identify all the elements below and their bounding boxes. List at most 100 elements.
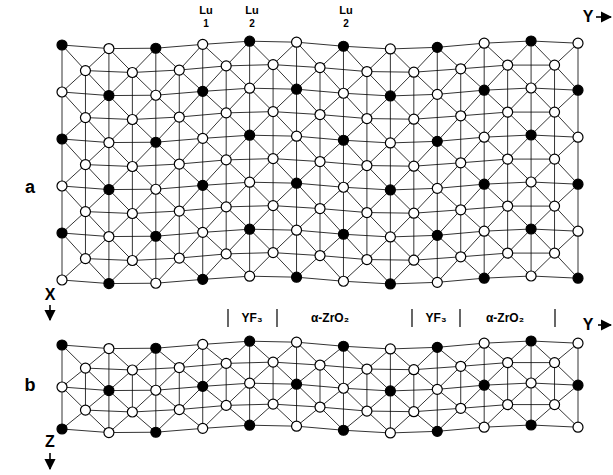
bond-line [343, 388, 344, 430]
atom-label: 1 [203, 19, 209, 29]
cation-atom [573, 85, 583, 95]
anion-atom [526, 271, 536, 281]
bond-line [156, 428, 203, 432]
anion-atom [292, 131, 302, 141]
cation-atom [338, 41, 348, 51]
anion-atom [57, 275, 67, 285]
bond-line [366, 72, 367, 119]
bond-line [109, 432, 156, 433]
bond-line [390, 47, 437, 49]
bond-line [296, 42, 297, 89]
bond-line [250, 341, 297, 343]
cation-atom [526, 420, 536, 430]
axis-arrow [596, 16, 611, 18]
anion-atom [456, 205, 466, 215]
cation-atom [385, 91, 395, 101]
cation-atom [104, 279, 114, 289]
cation-atom [245, 36, 255, 46]
bond-line [108, 349, 109, 391]
bond-line [226, 113, 227, 160]
cation-atom [198, 86, 208, 96]
anion-atom [221, 155, 231, 165]
anion-atom [174, 112, 184, 122]
bond-line [155, 390, 156, 432]
cation-atom [432, 42, 442, 52]
bracket-bar [459, 309, 460, 327]
anion-atom [503, 400, 513, 410]
anion-atom [245, 177, 255, 187]
bond-line [202, 138, 203, 185]
anion-atom [221, 202, 231, 212]
anion-atom [338, 276, 348, 286]
anion-atom [198, 133, 208, 143]
cation-atom [526, 224, 536, 234]
bond-line [343, 346, 344, 388]
bond-line [484, 90, 485, 137]
anion-atom [479, 38, 489, 48]
cation-atom [385, 185, 395, 195]
anion-atom [104, 344, 114, 354]
bond-line [366, 119, 367, 166]
anion-atom [292, 225, 302, 235]
bond-line [132, 119, 133, 166]
cation-atom [292, 379, 302, 389]
bond-line [273, 65, 274, 112]
anion-atom [151, 184, 161, 194]
anion-atom [362, 364, 372, 374]
bond-line [343, 140, 344, 187]
cation-atom [292, 84, 302, 94]
axis-label: X [45, 287, 56, 303]
bond-line [156, 44, 203, 48]
cation-atom [385, 279, 395, 289]
bond-line [343, 93, 344, 140]
anion-atom [385, 44, 395, 54]
anion-atom [385, 138, 395, 148]
anion-atom [479, 338, 489, 348]
bond-line [320, 68, 321, 115]
anion-atom [268, 154, 278, 164]
bond-line [531, 88, 532, 135]
atom-label: 2 [249, 19, 255, 29]
anion-atom [198, 423, 208, 433]
bond-line [250, 276, 297, 278]
anion-atom [151, 90, 161, 100]
bracket-bar [554, 309, 555, 327]
layer-label: YF₃ [426, 312, 447, 324]
bond-line [179, 368, 180, 410]
bond-line [249, 135, 250, 182]
bond-line [460, 163, 461, 210]
bond-line [202, 91, 203, 138]
anion-atom [127, 255, 137, 265]
anion-atom [432, 89, 442, 99]
bond-line [249, 383, 250, 425]
bond-line [203, 276, 250, 279]
bond-line [531, 135, 532, 182]
bond-line [202, 232, 203, 279]
bond-line [297, 42, 344, 46]
bond-line [343, 234, 344, 281]
cation-atom [151, 231, 161, 241]
bond-line [203, 41, 250, 44]
bond-line [296, 89, 297, 136]
bond-line [343, 346, 390, 349]
anion-atom [198, 39, 208, 49]
anion-atom [151, 278, 161, 288]
cation-atom [479, 179, 489, 189]
anion-atom [221, 249, 231, 259]
bond-line [531, 425, 578, 427]
anion-atom [385, 428, 395, 438]
cation-atom [151, 43, 161, 53]
bond-line [62, 45, 63, 92]
cation-atom [245, 224, 255, 234]
anion-atom [385, 344, 395, 354]
anion-atom [550, 60, 560, 70]
bond-line [296, 384, 297, 426]
anion-atom [80, 254, 90, 264]
bracket-bar [276, 309, 277, 327]
cation-atom [104, 185, 114, 195]
bond-line [202, 386, 203, 428]
anion-atom [127, 114, 137, 124]
bond-line [578, 184, 579, 231]
bond-line [108, 143, 109, 190]
bond-line [413, 119, 414, 166]
